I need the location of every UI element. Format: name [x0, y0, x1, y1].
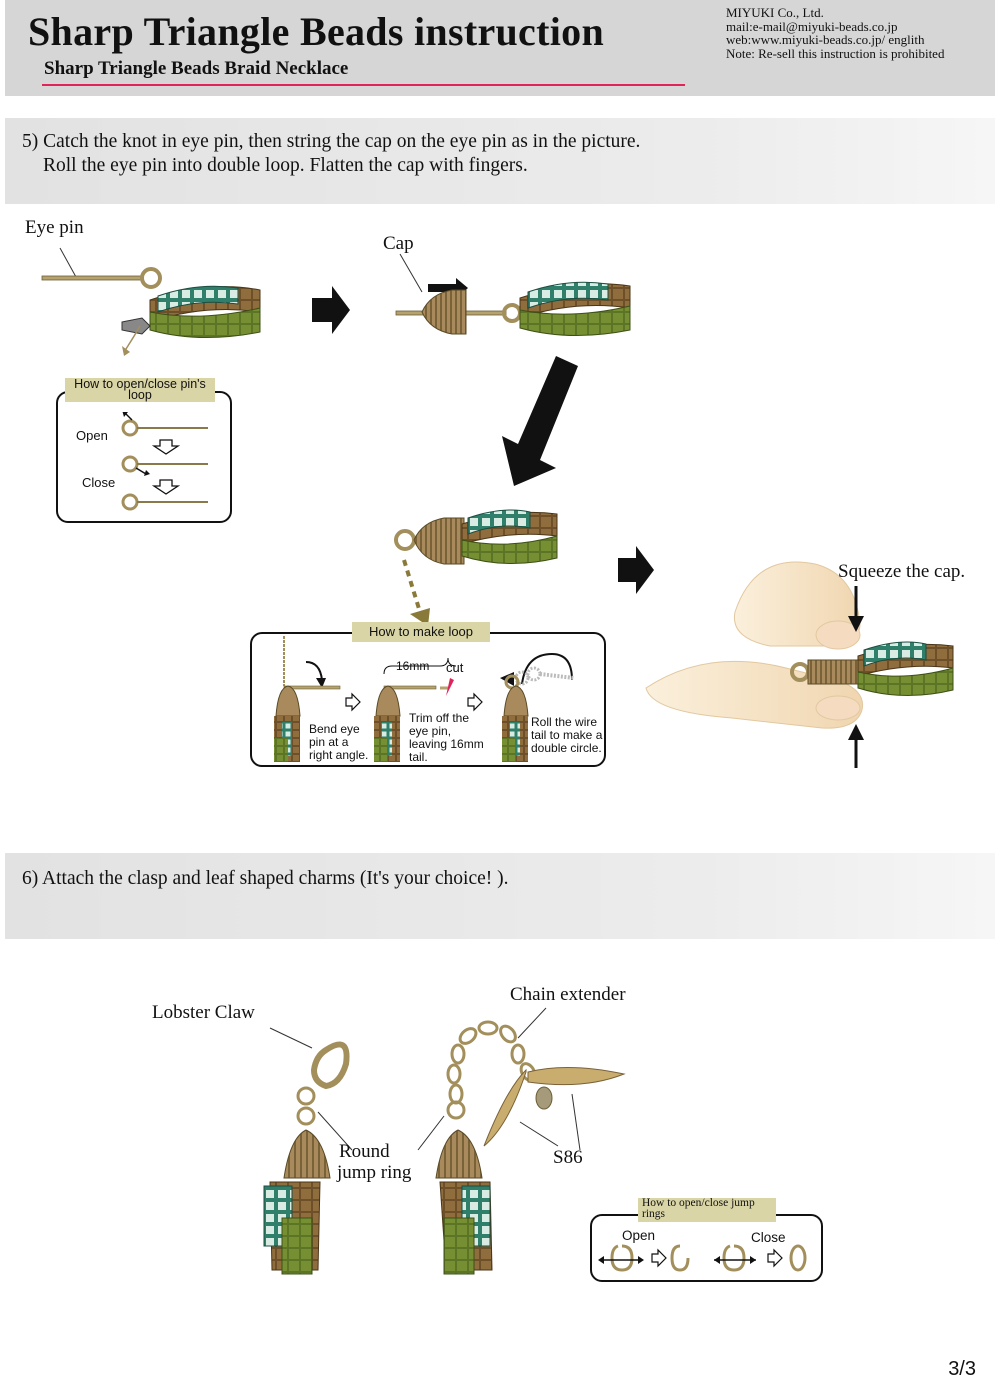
squeeze-label: Squeeze the cap. — [838, 561, 966, 582]
step5-illustration — [41, 247, 954, 768]
step5-band — [5, 118, 995, 204]
make-loop-diagram — [274, 636, 575, 762]
roll-instruction: Roll the wire tail to make a double circ… — [531, 715, 603, 755]
company-note: Note: Re-sell this instruction is prohib… — [726, 45, 945, 61]
jump-ring-label-line1: Round — [339, 1141, 390, 1162]
page-number: 3/3 — [948, 1358, 976, 1380]
step6-band — [5, 853, 995, 939]
pin-open-label: Open — [76, 428, 108, 443]
pin-close-label: Close — [82, 475, 116, 490]
fingers-squeeze-graphic — [645, 561, 954, 768]
page-title: Sharp Triangle Beads instruction — [28, 9, 604, 54]
eye-pin-label: Eye pin — [25, 217, 84, 238]
header-bar — [5, 0, 995, 96]
page-subtitle: Sharp Triangle Beads Braid Necklace — [44, 58, 349, 79]
pin-loop-howto-title: How to open/close pin's loop — [65, 378, 215, 402]
lobster-claw-strand — [263, 1027, 353, 1275]
jump-ring-howto-title: How to open/close jump rings — [638, 1197, 776, 1222]
braid-graphic-1 — [121, 285, 261, 356]
pin-loop-diagram — [121, 412, 208, 511]
eye-pin-graphic — [41, 247, 162, 289]
company-web: web:www.miyuki-beads.co.jp/ englith — [726, 32, 925, 47]
company-info: MIYUKI Co., Ltd. mail:e-mail@miyuki-bead… — [726, 6, 944, 60]
right-arrow-1 — [312, 286, 350, 334]
cap-graphic — [395, 253, 522, 335]
step6-illustration — [263, 1007, 626, 1275]
title-underline — [42, 84, 685, 86]
step5-instruction-line1: 5) Catch the knot in eye pin, then strin… — [22, 131, 641, 152]
bend-instruction: Bend eye pin at a right angle. — [309, 722, 369, 762]
make-loop-howto-title: How to make loop — [352, 622, 490, 642]
braid-graphic-2 — [519, 281, 631, 337]
trim-instruction: Trim off the eye pin, leaving 16mm tail. — [409, 711, 484, 764]
jump-close-label: Close — [751, 1230, 786, 1245]
right-arrow-2 — [618, 546, 654, 594]
s86-label: S86 — [553, 1147, 583, 1168]
jump-open-label: Open — [622, 1228, 656, 1243]
lobster-claw-label: Lobster Claw — [152, 1002, 255, 1023]
cap-label: Cap — [383, 233, 414, 254]
down-left-arrow — [502, 356, 578, 486]
cut-label: cut — [446, 660, 464, 675]
company-mail: mail:e-mail@miyuki-beads.co.jp — [726, 18, 898, 34]
chain-extender-label: Chain extender — [510, 984, 626, 1005]
step6-instruction: 6) Attach the clasp and leaf shaped char… — [22, 868, 509, 889]
measure-label: 16mm — [396, 659, 430, 673]
company-name: MIYUKI Co., Ltd. — [726, 5, 824, 20]
jump-ring-diagram — [598, 1244, 807, 1272]
chain-extender-strand — [417, 1007, 626, 1275]
step5-instruction-line2: Roll the eye pin into double loop. Flatt… — [43, 155, 528, 176]
finished-loop-graphic — [394, 509, 558, 626]
jump-ring-label-line2: jump ring — [337, 1162, 412, 1183]
